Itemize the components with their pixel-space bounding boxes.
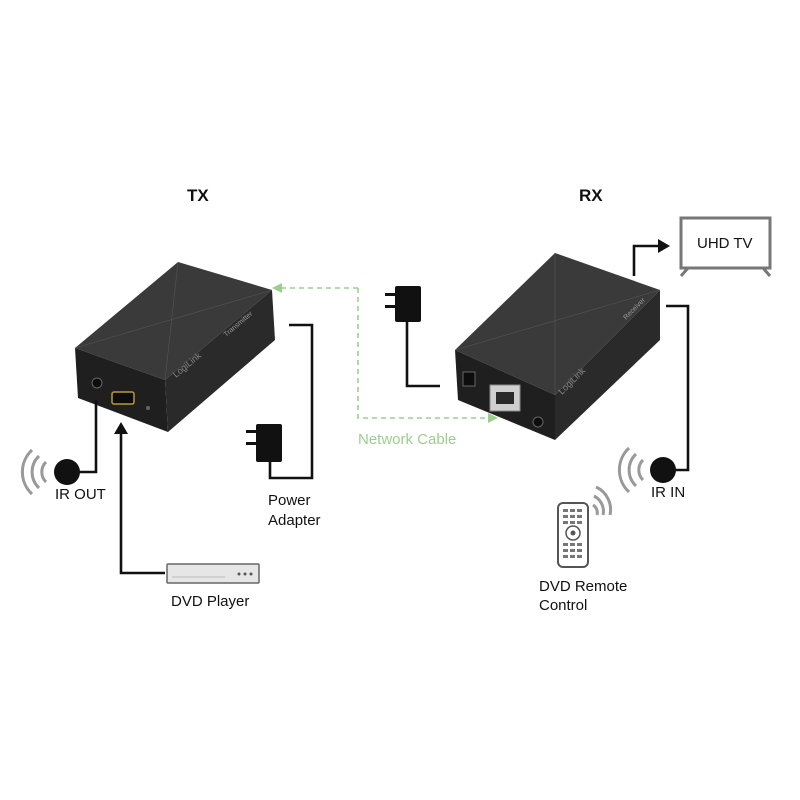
rx-power-cable	[405, 318, 440, 388]
arrow-right-icon	[488, 413, 498, 423]
network-cable-label: Network Cable	[358, 431, 457, 448]
dvd-player-label: DVD Player	[171, 593, 250, 610]
tx-power-cable	[268, 323, 314, 480]
ir-in-cable	[666, 304, 690, 472]
arrow-up-icon	[114, 422, 128, 434]
tv-icon	[679, 216, 772, 277]
power-adapter-label-line2: Adapter	[268, 512, 321, 529]
rx-header: RX	[579, 186, 603, 205]
ir-receiver-icon	[617, 446, 676, 494]
rx-power-adapter-icon	[385, 286, 421, 322]
receiver-device: LogiLink Receiver	[454, 253, 661, 440]
arrow-left-icon	[272, 283, 282, 293]
tv-cable	[632, 244, 662, 276]
hdmi-port	[111, 391, 135, 405]
tx-power-adapter-icon	[246, 424, 282, 462]
ir-out-label: IR OUT	[55, 486, 106, 503]
dvd-remote-label-line2: Control	[539, 597, 588, 614]
network-cable	[280, 287, 488, 419]
ir-port	[532, 416, 544, 428]
ir-out-cable	[78, 400, 98, 474]
remote-control-icon	[557, 485, 613, 568]
dc-port	[462, 371, 476, 387]
ir-port	[91, 377, 103, 389]
power-adapter-label-line1: Power	[268, 492, 311, 509]
ir-emitter-icon	[20, 448, 80, 496]
dvd-player-icon	[166, 563, 260, 584]
uhd-tv-label: UHD TV	[697, 235, 753, 252]
dvd-remote-label-line1: DVD Remote	[539, 578, 628, 595]
transmitter-device: LogiLink Transmitter	[74, 261, 275, 432]
ir-in-label: IR IN	[651, 484, 686, 501]
tx-header: TX	[187, 186, 209, 205]
dvd-hdmi-cable	[119, 432, 165, 575]
arrow-right-icon	[658, 239, 670, 253]
